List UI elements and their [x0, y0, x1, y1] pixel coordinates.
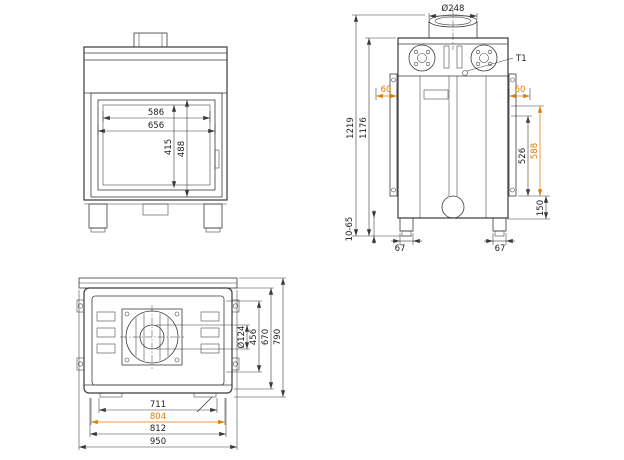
- dim-height-total: 1219: [346, 117, 356, 139]
- body-top: [83, 287, 233, 398]
- dim-front-width-outer: 656: [148, 121, 164, 131]
- front-frame-top: [78, 277, 238, 289]
- fan-motor-left: [408, 44, 436, 72]
- top-view: Ø124 456 670 790 711 804 812 950: [76, 277, 286, 450]
- top-view-dimensions: Ø124 456 670 790 711 804 812 950: [78, 277, 286, 450]
- dim-side-right: 60: [515, 85, 526, 95]
- section-tick: [196, 396, 213, 413]
- vent-slots-left: [96, 311, 116, 354]
- dim-leveling-range: 10-65: [345, 217, 355, 242]
- dim-height-body: 1176: [359, 117, 369, 139]
- latch-left-front: [76, 299, 85, 313]
- dim-depth-inner: 456: [249, 329, 259, 345]
- dim-hole-diameter: Ø124: [236, 326, 247, 349]
- dim-width-accent: 804: [150, 412, 166, 422]
- flue-opening-top: [120, 305, 184, 369]
- latch-left-back: [76, 357, 85, 371]
- rear-vent-slots: [443, 45, 463, 69]
- latch-right-front: [231, 299, 240, 313]
- dim-front-height-outer: 488: [177, 141, 187, 157]
- dim-panel-height: 526: [518, 148, 528, 164]
- door-handle: [214, 149, 220, 169]
- dim-width-opening: 711: [150, 400, 166, 410]
- dim-base-height: 150: [536, 200, 546, 216]
- label-t1: T1: [515, 54, 527, 64]
- sensor-port: [462, 57, 514, 76]
- rear-view: T1 Ø248 60 60 1219 1176: [345, 3, 550, 254]
- dim-panel-height-outer: 588: [530, 143, 540, 159]
- vent-slots-right: [200, 311, 220, 354]
- feet-and-drain-rear: [399, 195, 507, 237]
- drain-port: [441, 195, 465, 219]
- dim-front-height-inner: 415: [164, 139, 174, 155]
- rear-view-dimensions: Ø248 60 60 1219 1176 10-65 526 588 150: [345, 3, 550, 254]
- base-legs-front: [84, 199, 227, 233]
- dim-side-left: 60: [381, 85, 392, 95]
- flue-stub-front: [133, 32, 168, 48]
- rating-plate: [423, 89, 449, 100]
- dim-depth-body: 670: [261, 329, 271, 345]
- door-glass-front: [90, 92, 223, 198]
- mounting-rail-left: [389, 73, 398, 197]
- fan-motor-right: [470, 44, 498, 72]
- front-view-dimensions: 586 656 415 488: [97, 100, 216, 197]
- dim-flue-diameter: Ø248: [442, 3, 465, 14]
- dim-width-front-frame: 950: [150, 437, 166, 447]
- dim-front-width-inner: 586: [148, 108, 164, 118]
- dim-depth-total: 790: [273, 329, 283, 345]
- dim-foot-left: 67: [395, 244, 406, 254]
- mounting-rail-right: [508, 73, 517, 197]
- front-view: 586 656 415 488: [83, 32, 228, 233]
- dim-width-body: 812: [150, 424, 166, 434]
- dim-foot-right: 67: [495, 244, 506, 254]
- latch-right-back: [231, 357, 240, 371]
